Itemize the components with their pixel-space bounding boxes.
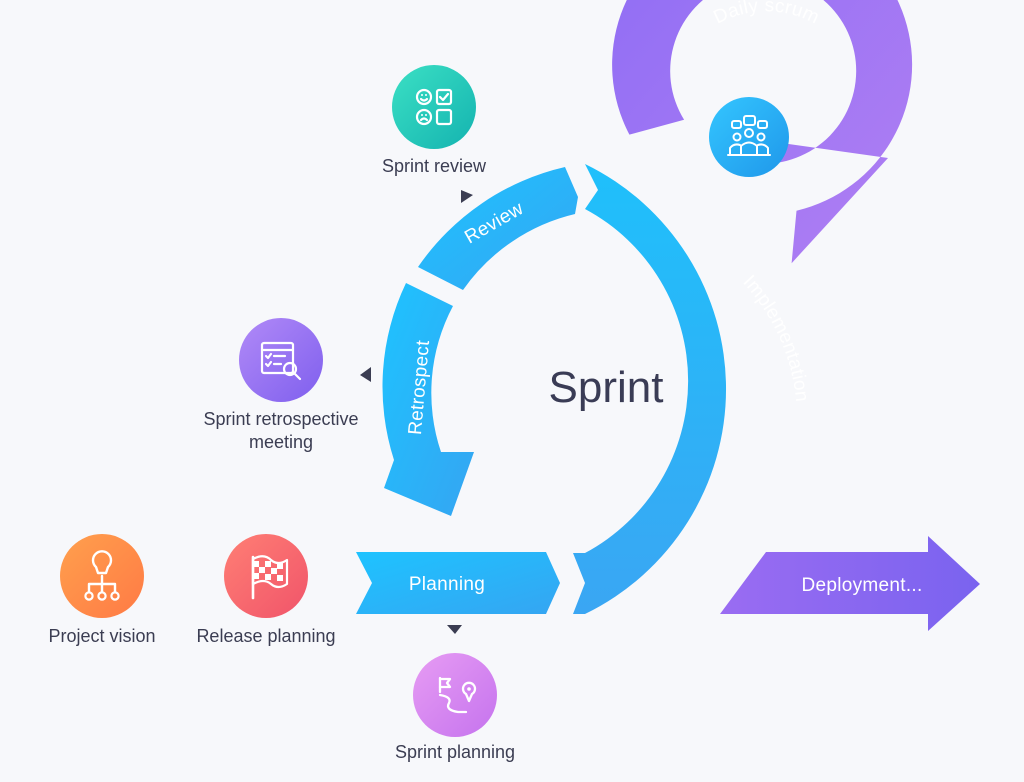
project-vision-caption: Project vision: [48, 626, 155, 646]
planning-label: Planning: [409, 574, 485, 595]
implementation-segment: [573, 164, 727, 614]
daily-scrum-arrow: [612, 0, 913, 264]
release-planning-icon: [224, 534, 308, 618]
planning-segment: [356, 552, 560, 614]
sprint-retro-caption-line1: Sprint retrospective: [203, 409, 358, 429]
release-planning-caption: Release planning: [196, 626, 335, 646]
sprint-retro-caption-line2: meeting: [249, 432, 313, 452]
sprint-planning-icon: [413, 653, 497, 737]
pointer-review: [461, 190, 473, 203]
sprint-review-caption: Sprint review: [382, 156, 487, 176]
center-title: Sprint: [549, 363, 664, 412]
implementation-label: Implementation: [739, 271, 813, 403]
project-vision-icon: [60, 534, 144, 618]
retrospect-segment: [382, 283, 474, 516]
deployment-label: Deployment...: [801, 575, 922, 596]
review-segment: [418, 167, 578, 290]
pointer-planning: [447, 625, 462, 634]
pointer-retro: [360, 367, 371, 382]
sprint-planning-caption: Sprint planning: [395, 742, 515, 762]
sprint-retrospective-icon: [239, 318, 323, 402]
daily-scrum-label: Daily scrum: [710, 0, 822, 28]
daily-scrum-icon: [709, 97, 789, 177]
sprint-review-icon: [392, 65, 476, 149]
deployment-arrow: [720, 536, 980, 631]
